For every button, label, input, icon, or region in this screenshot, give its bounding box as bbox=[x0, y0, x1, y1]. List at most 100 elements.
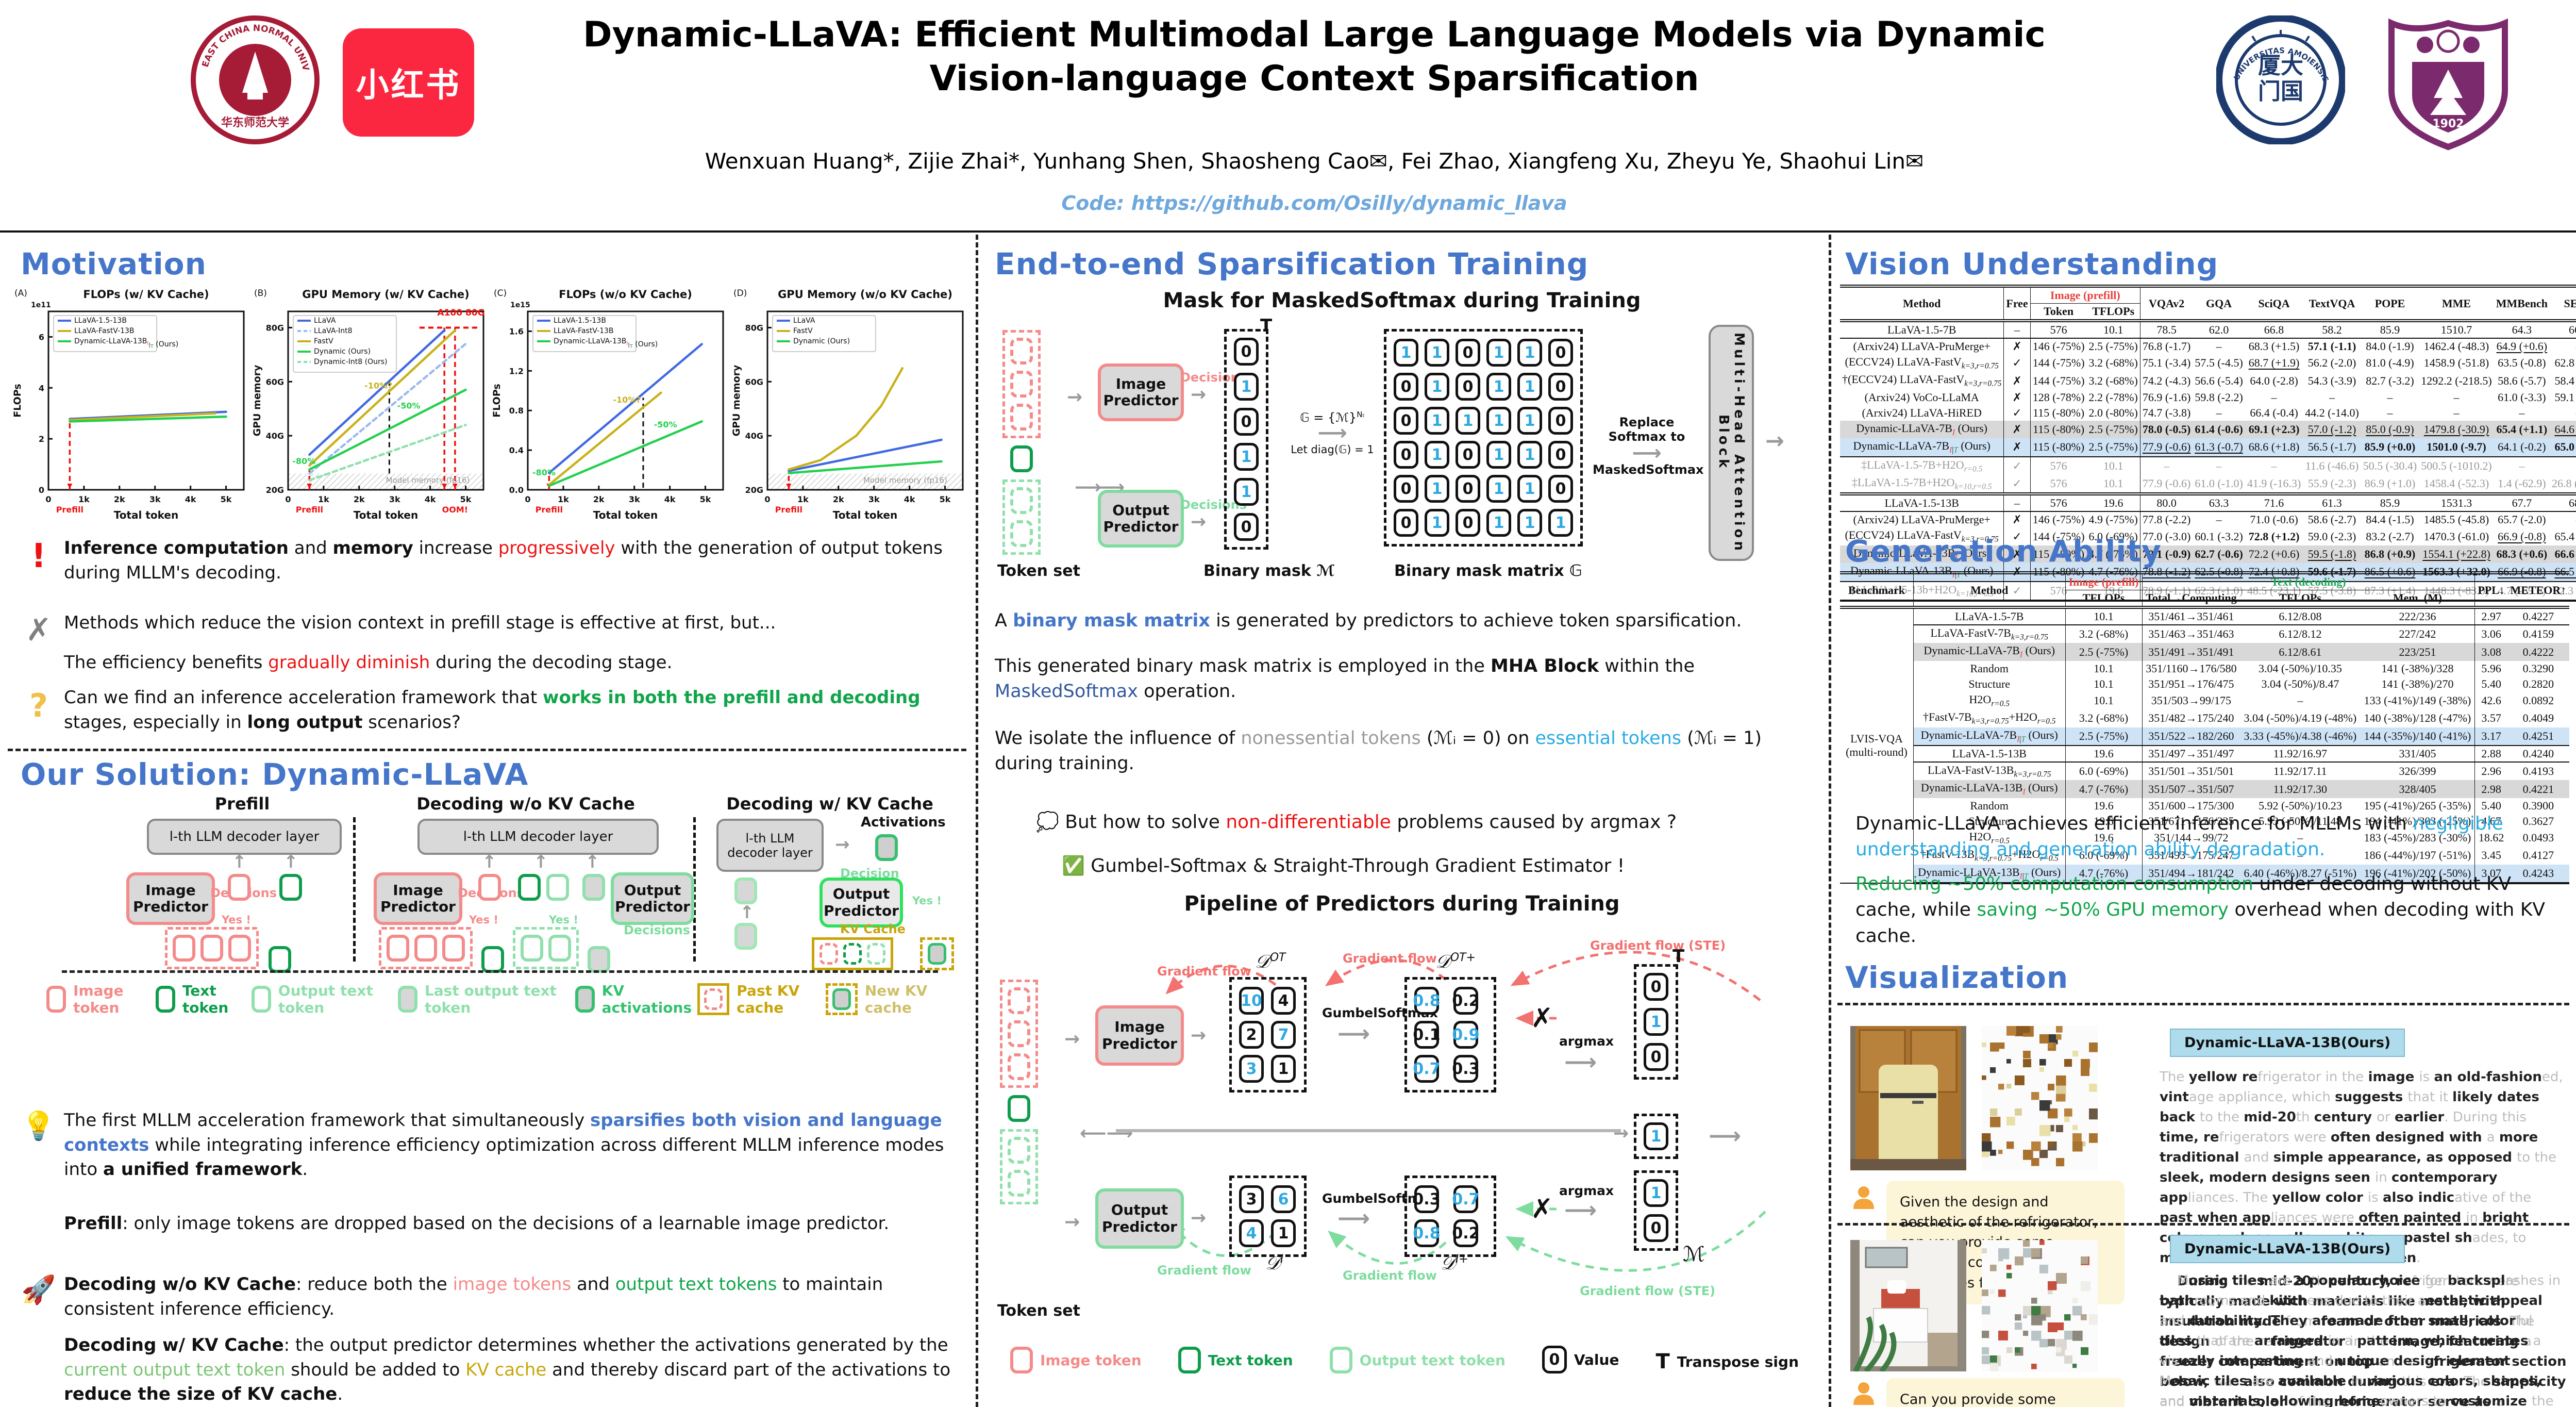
mask-value: 0.7 bbox=[1452, 1185, 1480, 1213]
text-segment: non-differentiable bbox=[1226, 812, 1391, 833]
answer-segment: durability. They are made from small, co… bbox=[2189, 1313, 2516, 1329]
answer-segment: a popular choice bbox=[2295, 1273, 2425, 1288]
svg-text:2k: 2k bbox=[593, 494, 605, 504]
image-token bbox=[1008, 1053, 1030, 1080]
answer-segment: . The bbox=[2455, 1374, 2493, 1389]
mask-value: 1 bbox=[1425, 475, 1449, 503]
answer-segment: . During this bbox=[2444, 1110, 2527, 1125]
ecnu-logo: EAST CHINA NORMAL UNIV 华东师范大学 bbox=[191, 15, 320, 144]
transpose-sign: T bbox=[1672, 946, 1685, 967]
svg-text:Dynamic-Int8 (Ours): Dynamic-Int8 (Ours) bbox=[314, 358, 388, 366]
svg-text:1k: 1k bbox=[797, 494, 809, 504]
table-row: (ECCV24) LLaVA-FastVk=3,r=0.75✓144 (-75%… bbox=[1840, 527, 2576, 545]
legend-label: New KV cache bbox=[864, 982, 928, 1016]
answer-segment: simple appearance, as opposed bbox=[2273, 1150, 2517, 1165]
binary-mask-matrix-label: Binary mask matrix 𝔾 bbox=[1394, 562, 1582, 580]
answer-segment: a bbox=[2486, 1130, 2499, 1145]
answer-segment: ed, bbox=[2541, 1069, 2563, 1085]
gradient-flow-label: Gradient flow bbox=[1157, 1263, 1251, 1278]
svg-text:0: 0 bbox=[39, 485, 44, 495]
image-token bbox=[200, 935, 223, 962]
val-swatch: 0 bbox=[1542, 1346, 1567, 1373]
svg-text:40G: 40G bbox=[745, 431, 763, 441]
svg-text:Dynamic-LLaVA-13BI|T​ (Ours): Dynamic-LLaVA-13BI|T​ (Ours) bbox=[554, 337, 658, 350]
mask-value: 1 bbox=[1234, 373, 1259, 401]
svg-text:厦大: 厦大 bbox=[2258, 53, 2303, 79]
answer-segment: freezer compartment on top bbox=[2160, 1354, 2378, 1369]
svg-text:-50%: -50% bbox=[654, 420, 677, 429]
answer-segment: frigerator section below, bbox=[2160, 1354, 2567, 1389]
out-swatch bbox=[251, 986, 271, 1013]
svg-text:20G: 20G bbox=[266, 485, 284, 495]
decisions-label: Decisions bbox=[624, 923, 691, 937]
legend-label: Last output text token bbox=[424, 982, 557, 1016]
svg-text:GPU Memory (w/o KV Cache): GPU Memory (w/o KV Cache) bbox=[778, 288, 952, 301]
text-segment: and bbox=[571, 1274, 615, 1295]
mask-value: 2 bbox=[1239, 1021, 1264, 1049]
svg-text:Prefill: Prefill bbox=[296, 505, 323, 515]
answer-segment: ative of the bbox=[2454, 1190, 2532, 1205]
text-segment: gradually diminish bbox=[268, 652, 430, 673]
answer-segment: of the bbox=[2290, 1394, 2334, 1407]
answer-segment: a vis bbox=[2160, 1333, 2541, 1369]
mask-value: 1 bbox=[1271, 1055, 1296, 1083]
takeaway-2: Reducing ~50% computation consumption un… bbox=[1855, 871, 2562, 949]
text-token bbox=[279, 874, 302, 901]
svg-text:Dynamic-LLaVA-13BI|T​ (Ours): Dynamic-LLaVA-13BI|T​ (Ours) bbox=[74, 337, 178, 350]
training-paragraph-1: A binary mask matrix is generated by pre… bbox=[995, 608, 1814, 634]
svg-text:2k: 2k bbox=[114, 494, 125, 504]
answer-segment: era bbox=[2430, 1374, 2455, 1389]
answer-segment: typically made with materials like metal… bbox=[2160, 1294, 2506, 1329]
image-token bbox=[442, 935, 465, 962]
image-token-group bbox=[165, 927, 259, 969]
table-row: †(ECCV24) LLaVA-FastVk=3,r=0.75✗144 (-75… bbox=[1840, 372, 2576, 390]
d-i-label: 𝒟I bbox=[1265, 1253, 1284, 1274]
mask-value: 0.3 bbox=[1413, 1185, 1441, 1213]
txt-token bbox=[1010, 445, 1033, 472]
svg-text:1k: 1k bbox=[318, 494, 329, 504]
answer-segment: sleek, modern designs seen bbox=[2160, 1170, 2376, 1185]
output-text-token bbox=[521, 935, 544, 962]
svg-text:3k: 3k bbox=[868, 494, 880, 504]
text-segment: memory bbox=[332, 538, 413, 558]
svg-text:60G: 60G bbox=[745, 377, 763, 387]
svg-text:FLOPs (w/ KV Cache): FLOPs (w/ KV Cache) bbox=[83, 288, 209, 301]
code-link[interactable]: Code: https://github.com/Osilly/dynamic_… bbox=[1061, 192, 1567, 214]
authors-line: Wenxuan Huang*, Zijie Zhai*, Yunhang She… bbox=[705, 148, 1924, 174]
legend-label: Text token bbox=[1208, 1351, 1293, 1369]
img-swatch bbox=[46, 986, 66, 1013]
answer-segment: was bbox=[2213, 1374, 2244, 1389]
mask-value: 0 bbox=[1394, 441, 1418, 469]
mask-value: 1 bbox=[1517, 373, 1542, 401]
solution-diagram: Prefill Decoding w/o KV Cache Decoding w… bbox=[15, 794, 964, 973]
mask-value: 0.1 bbox=[1413, 1021, 1441, 1049]
text-segment: problems caused by argmax ? bbox=[1391, 812, 1677, 833]
mask-value: 4 bbox=[1239, 1219, 1264, 1247]
image-token bbox=[387, 935, 409, 962]
image-token bbox=[478, 874, 501, 901]
gradient-flow-ste-label: Gradient flow (STE) bbox=[1580, 1284, 1716, 1298]
image-token bbox=[414, 935, 437, 962]
right-arrow: → bbox=[1064, 1212, 1080, 1233]
answer-segment: often designed with bbox=[2330, 1130, 2487, 1145]
mask-value: 1 bbox=[1425, 373, 1449, 401]
mask-value: 1 bbox=[1517, 475, 1542, 503]
text-segment: Dynamic-LLaVA achieves efficient inferen… bbox=[1855, 813, 2413, 834]
image-token-group bbox=[379, 927, 473, 969]
mask-value: 0 bbox=[1456, 475, 1480, 503]
bullet-text: Methods which reduce the vision context … bbox=[64, 611, 959, 636]
bullet-text: The first MLLM acceleration framework th… bbox=[64, 1108, 959, 1182]
svg-text:0: 0 bbox=[45, 494, 51, 504]
image-token bbox=[228, 874, 250, 901]
answer-segment: or bbox=[2377, 1110, 2395, 1125]
title-line2: Vision-language Context Sparsification bbox=[929, 58, 1699, 99]
right-arrow: → bbox=[835, 834, 850, 855]
answer-segment: ually interesting bbox=[2178, 1353, 2307, 1369]
svg-text:LLaVA: LLaVA bbox=[314, 317, 336, 325]
mask-value: 0 bbox=[1456, 441, 1480, 469]
text-segment: nonessential tokens bbox=[1241, 728, 1421, 749]
